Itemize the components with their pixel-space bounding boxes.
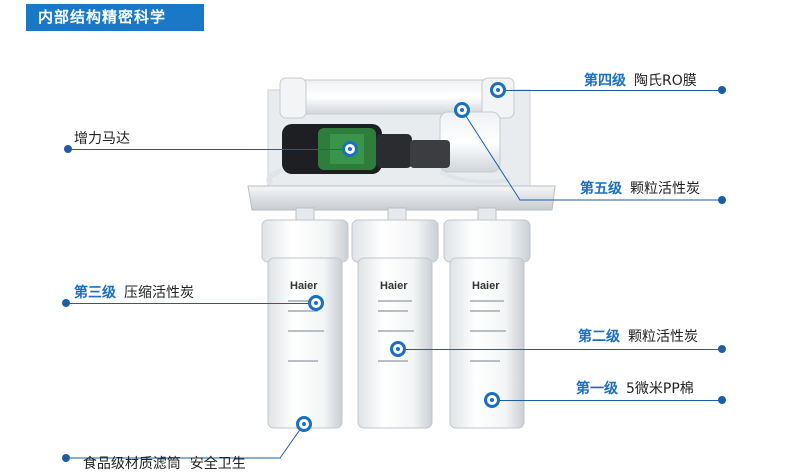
stage4-marker [490, 82, 506, 98]
stage2-end-dot [718, 345, 726, 353]
motor-marker [342, 141, 358, 157]
stage3-stage: 第三级 [74, 285, 116, 301]
brand-logo-middle: Haier [380, 280, 408, 292]
stage4-leader-line [500, 90, 722, 91]
stage2-name: 颗粒活性炭 [628, 329, 698, 345]
housing-end-dot [62, 454, 70, 462]
section-title: 内部结构精密科学 [26, 4, 204, 31]
stage4-name: 陶氏RO膜 [634, 73, 697, 89]
stage2-label: 第二级颗粒活性炭 [578, 328, 698, 346]
stage1-marker [484, 392, 500, 408]
stage1-name: 5微米PP棉 [626, 381, 694, 397]
stage3-leader-line [66, 303, 316, 304]
stage1-stage: 第一级 [576, 381, 618, 397]
motor-label: 增力马达 [74, 130, 130, 148]
stage4-end-dot [718, 86, 726, 94]
stage1-label: 第一级 5微米PP棉 [576, 380, 694, 398]
stage2-stage: 第二级 [578, 329, 620, 345]
stage5-name: 颗粒活性炭 [630, 181, 700, 197]
stage5-marker [454, 102, 470, 118]
stage3-marker [308, 295, 324, 311]
stage4-label: 第四级陶氏RO膜 [584, 72, 697, 90]
stage2-leader-line [398, 349, 722, 350]
housing-marker [296, 416, 312, 432]
housing-label: 食品级材质滤筒 安全卫生 [74, 437, 246, 473]
stage3-name: 压缩活性炭 [124, 285, 194, 301]
motor-leader-line [68, 149, 350, 150]
stage2-marker [390, 341, 406, 357]
brand-logo-right: Haier [472, 280, 500, 292]
motor-end-dot [64, 145, 72, 153]
motor-name: 增力马达 [74, 131, 130, 147]
stage5-label: 第五级颗粒活性炭 [580, 180, 700, 198]
stage5-stage: 第五级 [580, 181, 622, 197]
stage4-stage: 第四级 [584, 73, 626, 89]
housing-name: 食品级材质滤筒 安全卫生 [82, 456, 246, 472]
stage3-label: 第三级压缩活性炭 [74, 284, 194, 302]
stage1-end-dot [718, 396, 726, 404]
brand-logo-left: Haier [290, 280, 318, 292]
stage3-end-dot [62, 299, 70, 307]
stage1-leader-line [492, 400, 722, 401]
stage5-end-dot [718, 196, 726, 204]
